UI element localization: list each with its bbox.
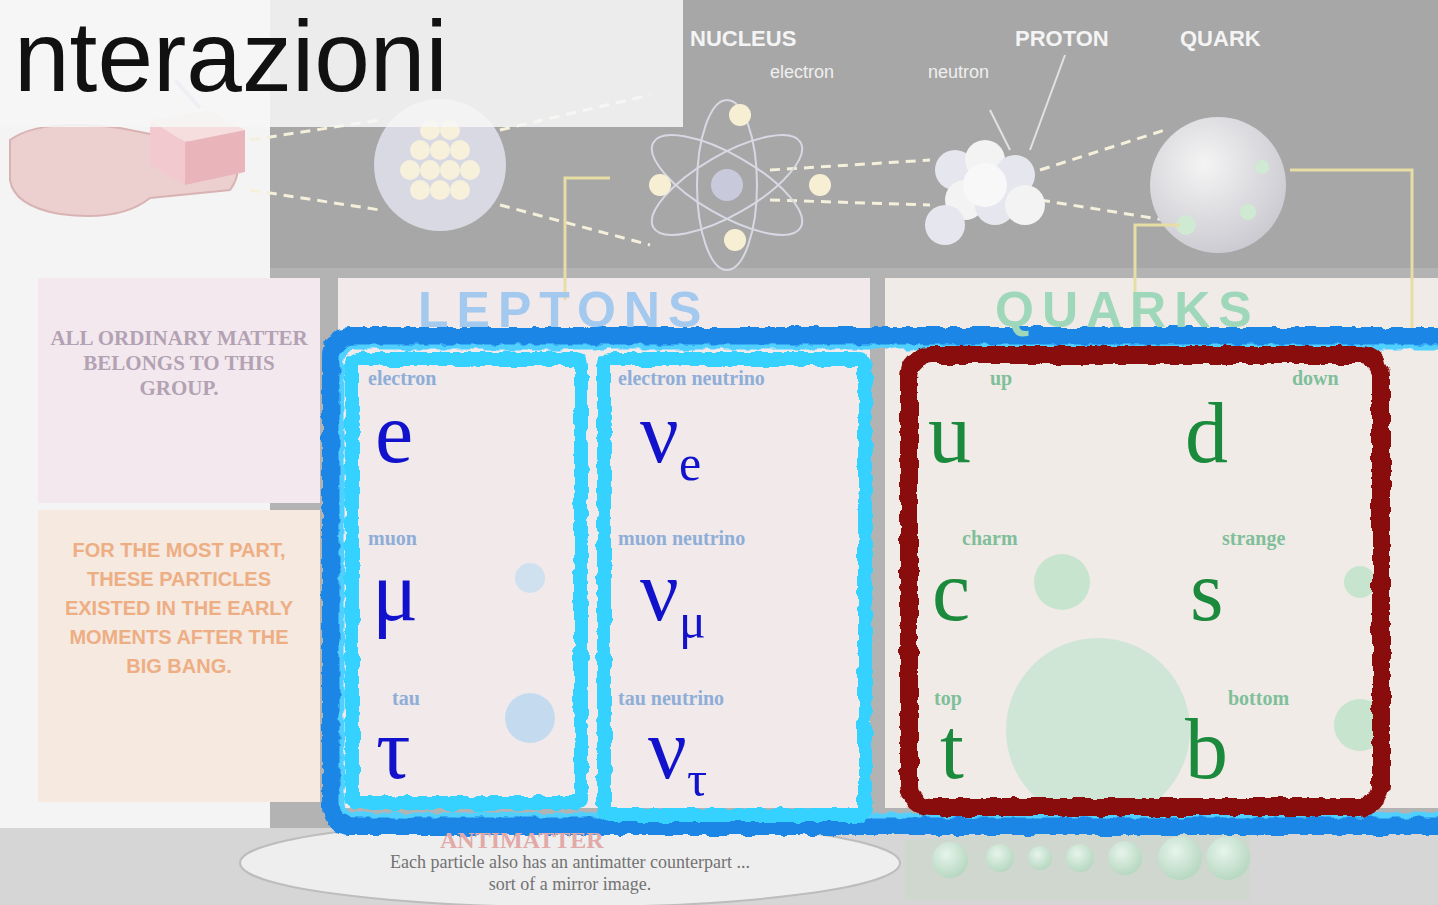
neutrino-column: νe νμ ντ (597, 352, 872, 822)
cell-heading: bottom (1228, 686, 1289, 710)
particle-symbol: νμ (640, 548, 706, 646)
painted-outline (597, 352, 872, 822)
proton (1150, 117, 1286, 253)
cell-heading: strange (1222, 526, 1285, 550)
group-heading: QUARKS (995, 280, 1260, 340)
particle-symbol: μ (372, 548, 418, 634)
nucleus (925, 55, 1065, 245)
section-heading: QUARK (1180, 26, 1261, 52)
particle-symbol: νe (640, 390, 701, 488)
cell-heading: muon neutrino (618, 526, 745, 550)
lepton-column: eμτ (345, 352, 588, 810)
painted-outline (900, 346, 1390, 816)
particle-symbol: t (940, 706, 964, 792)
title-panel: nterazioni (0, 0, 683, 127)
part-name: electron (770, 62, 834, 84)
part-name: neutron (928, 62, 989, 84)
particle-symbol: e (375, 390, 413, 476)
section-heading: ANTIMATTER (440, 826, 604, 855)
particle-symbol: u (928, 390, 971, 476)
particle-symbol: τ (376, 706, 411, 792)
cell-heading: muon (368, 526, 417, 550)
fermion-band (333, 338, 1438, 824)
group-heading: LEPTONS (418, 280, 709, 340)
section-heading: PROTON (1015, 26, 1109, 52)
particle-symbol: c (932, 548, 970, 634)
cell-heading: up (990, 366, 1012, 390)
side-note: ALL ORDINARY MATTER BELONGS TO THIS GROU… (48, 326, 310, 402)
section-heading: NUCLEUS (690, 26, 796, 52)
cell-heading: electron (368, 366, 437, 390)
particle-symbol: ντ (648, 706, 707, 804)
outline-stroke (352, 359, 581, 803)
note: Each particle also has an antimatter cou… (380, 852, 760, 895)
outline-stroke (604, 359, 865, 815)
cell-heading: charm (962, 526, 1018, 550)
particle-symbol: b (1185, 706, 1228, 792)
particle-symbol: s (1190, 548, 1223, 634)
side-note: FOR THE MOST PART, THESE PARTICLES EXIST… (52, 536, 306, 681)
outline-stroke (909, 355, 1381, 807)
quark-box: u d c s t b (900, 346, 1390, 816)
particle-symbol: d (1185, 390, 1228, 476)
cell-heading: down (1292, 366, 1339, 390)
slide-title: nterazioni (14, 4, 448, 109)
